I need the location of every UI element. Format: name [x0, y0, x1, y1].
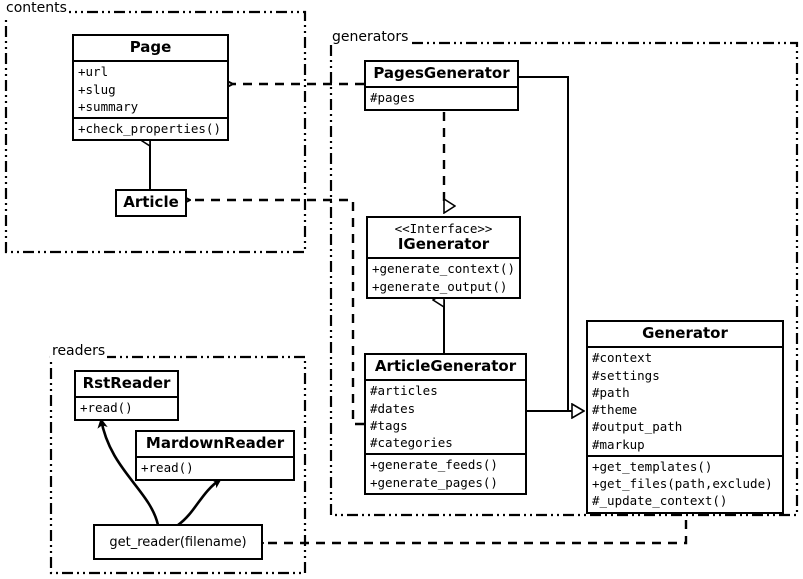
class-generator-attribute: #context [592, 350, 653, 366]
class-article-generator[interactable]: ArticleGenerator #articles #dates #tags … [364, 353, 527, 495]
function-get-reader[interactable]: get_reader(filename) [93, 524, 263, 560]
class-mardown-reader-operation: +read() [141, 460, 194, 476]
class-article-generator-operation: +generate_pages() [370, 474, 498, 490]
class-generator-operation: +get_templates() [592, 458, 713, 474]
class-igenerator-operation: +generate_context() [372, 261, 515, 277]
class-rst-reader-operation: +read() [80, 400, 133, 416]
class-generator-attribute: #markup [592, 436, 645, 452]
class-article-generator-attribute: #articles [370, 383, 438, 399]
class-article-generator-attribute: #dates [370, 400, 416, 416]
class-article-generator-title: ArticleGenerator [374, 357, 517, 375]
class-page-attribute: +url [78, 64, 109, 80]
class-igenerator[interactable]: <<Interface>> IGenerator +generate_conte… [366, 216, 521, 299]
class-article[interactable]: Article [115, 189, 187, 218]
class-page-attribute: +slug [78, 81, 116, 97]
function-get-reader-label: get_reader(filename) [109, 534, 247, 550]
package-label-readers: readers [50, 343, 108, 359]
class-generator-attribute: #settings [592, 367, 660, 383]
class-mardown-reader-title: MardownReader [145, 434, 285, 452]
class-pages-generator[interactable]: PagesGenerator #pages [364, 60, 519, 111]
class-igenerator-operations: +generate_context() +generate_output() [368, 257, 519, 297]
class-generator-operation: +get_files(path,exclude) [592, 476, 773, 491]
class-article-title: Article [123, 193, 179, 211]
class-generator-operations: +get_templates() +get_files(path,exclude… [588, 454, 782, 512]
class-page[interactable]: Page +url +slug +summary +check_properti… [72, 34, 229, 142]
class-igenerator-stereotype: <<Interface>> [394, 221, 493, 236]
class-rst-reader[interactable]: RstReader +read() [74, 370, 179, 421]
class-generator-attribute: #theme [592, 402, 638, 417]
class-igenerator-title: <<Interface>> IGenerator [368, 218, 519, 257]
class-page-attributes: +url +slug +summary [74, 60, 227, 117]
package-label-contents: contents [4, 0, 69, 16]
class-generator-attribute: #path [592, 384, 630, 400]
package-label-generators: generators [330, 29, 411, 45]
class-generator-operation: #_update_context() [592, 493, 728, 509]
class-article-generator-attribute: #categories [370, 435, 453, 450]
class-article-generator-attribute: #tags [370, 417, 408, 433]
class-mardown-reader-operations: +read() [137, 456, 293, 478]
class-mardown-reader[interactable]: MardownReader +read() [135, 430, 295, 481]
class-igenerator-operation: +generate_output() [372, 278, 508, 294]
class-page-title: Page [129, 38, 172, 56]
class-article-generator-attributes: #articles #dates #tags #categories [366, 379, 525, 453]
class-page-operation: +check_properties() [78, 121, 221, 136]
class-article-generator-operation: +generate_feeds() [370, 457, 498, 473]
class-generator-attributes: #context #settings #path #theme #output_… [588, 346, 782, 455]
class-page-operations: +check_properties() [74, 117, 227, 139]
class-generator[interactable]: Generator #context #settings #path #them… [586, 320, 784, 514]
uses-getreader-mardownreader [177, 477, 222, 527]
class-article-generator-operations: +generate_feeds() +generate_pages() [366, 453, 525, 493]
class-igenerator-name: IGenerator [397, 235, 490, 253]
class-pages-generator-title: PagesGenerator [373, 64, 510, 82]
class-page-attribute: +summary [78, 98, 139, 114]
class-pages-generator-attribute: #pages [370, 90, 416, 106]
class-pages-generator-attributes: #pages [366, 86, 517, 108]
dependency-articlegenerator-article [190, 200, 364, 426]
class-generator-attribute: #output_path [592, 419, 683, 435]
class-generator-title: Generator [642, 324, 728, 342]
class-rst-reader-operations: +read() [76, 396, 177, 418]
class-rst-reader-title: RstReader [82, 374, 171, 392]
